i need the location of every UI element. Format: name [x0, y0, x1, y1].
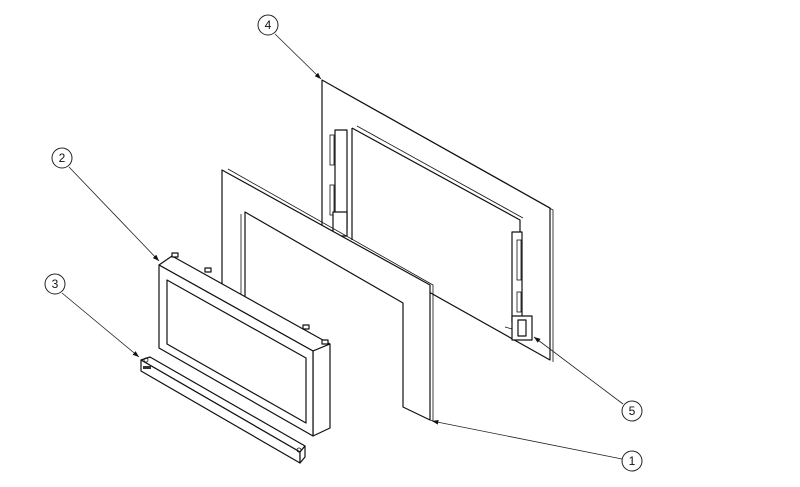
svg-text:5: 5 [629, 404, 636, 418]
balloon-1: 1 [621, 450, 643, 472]
svg-text:1: 1 [629, 454, 636, 468]
balloon-4: 4 [257, 14, 279, 36]
svg-text:3: 3 [52, 277, 59, 291]
balloon-3: 3 [44, 273, 66, 295]
leader-lines [61, 33, 624, 460]
balloon-5: 5 [621, 400, 643, 422]
part-display-module [158, 252, 331, 437]
svg-text:2: 2 [59, 151, 66, 165]
svg-text:4: 4 [265, 18, 272, 32]
part-bracket-clip [504, 315, 533, 341]
part-back-panel [321, 79, 554, 362]
balloon-2: 2 [51, 147, 73, 169]
part-bottom-trim-bar [140, 356, 306, 464]
